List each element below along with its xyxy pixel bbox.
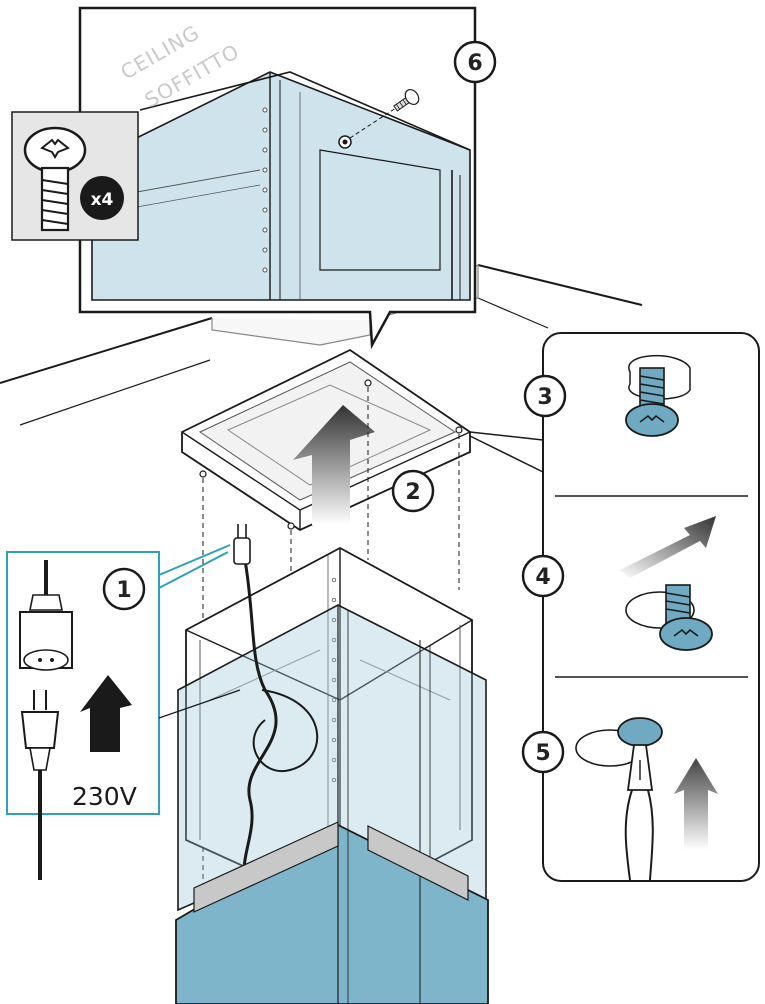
arrow-up-icon bbox=[80, 675, 132, 752]
svg-text:6: 6 bbox=[467, 51, 482, 76]
screw-quantity-box: x4 bbox=[11, 111, 139, 241]
plug-small-icon bbox=[233, 524, 251, 565]
detail-screw-icon bbox=[393, 88, 420, 112]
arrow-up-icon bbox=[293, 405, 375, 525]
step-badge-2: 2 bbox=[391, 469, 435, 513]
svg-text:4: 4 bbox=[535, 565, 550, 590]
svg-text:2: 2 bbox=[405, 480, 420, 505]
voltage-label: 230V bbox=[72, 782, 137, 811]
svg-text:3: 3 bbox=[537, 385, 552, 410]
step-5-detail bbox=[575, 717, 718, 881]
steps-panel bbox=[469, 332, 760, 882]
step-3-detail bbox=[625, 354, 691, 437]
detail-callout-6: CEILING SOFFITTO bbox=[78, 6, 477, 350]
ceiling-lines bbox=[0, 264, 643, 426]
chimney-frame bbox=[185, 546, 473, 912]
step-badge-3: 3 bbox=[523, 374, 567, 418]
step-badge-6: 6 bbox=[453, 40, 497, 84]
arrow-up-icon bbox=[674, 758, 718, 850]
socket-icon bbox=[19, 560, 73, 671]
svg-text:1: 1 bbox=[116, 578, 131, 603]
svg-text:5: 5 bbox=[535, 741, 550, 766]
step-badge-4: 4 bbox=[521, 554, 565, 598]
step-badge-1: 1 bbox=[102, 567, 146, 611]
screw-quantity: x4 bbox=[91, 190, 114, 210]
lower-chimney bbox=[175, 821, 489, 1004]
plug-icon bbox=[20, 690, 60, 880]
arrow-diagonal-icon bbox=[620, 516, 716, 578]
power-cable bbox=[242, 559, 278, 881]
screw-icon bbox=[23, 126, 87, 232]
step-4-detail bbox=[620, 516, 716, 651]
step-badge-5: 5 bbox=[521, 730, 565, 774]
screwdriver-icon bbox=[624, 744, 654, 881]
